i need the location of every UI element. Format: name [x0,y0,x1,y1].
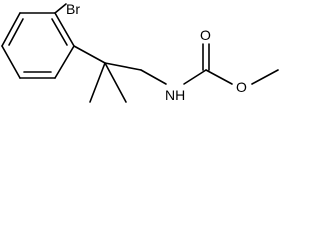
ring-double-bond-c3-c4 [8,18,24,46]
benzene-ring [1,12,75,79]
bond-ether-oxygen-to-methyl [251,69,279,85]
carbonyl-oxygen-label: O [200,27,211,43]
ether-oxygen-label: O [236,79,247,95]
bond-ch2-to-nh [140,69,167,85]
molecule-diagram: Br O NH O [1,1,279,103]
bond-quaternary-to-methyl-left [89,62,106,103]
bond-carbonyl-to-ether-oxygen [205,69,233,85]
bromine-label: Br [66,1,80,17]
ring-double-bond-c1-c2 [51,18,68,46]
bond-ring-to-bromine [54,3,67,14]
ring-bond-c6-c1 [54,45,75,79]
ring-bond-c3-c4 [1,12,21,47]
bond-quaternary-to-methyl-right [104,62,127,103]
ring-bond-c4-c5 [1,45,21,79]
bond-quaternary-to-ch2 [104,62,142,71]
ring-bond-c1-c2 [54,12,75,47]
bond-ring-to-quaternary-carbon [73,45,106,64]
amine-nh-label: NH [165,87,185,103]
bond-nh-to-carbonyl-carbon [183,69,207,85]
